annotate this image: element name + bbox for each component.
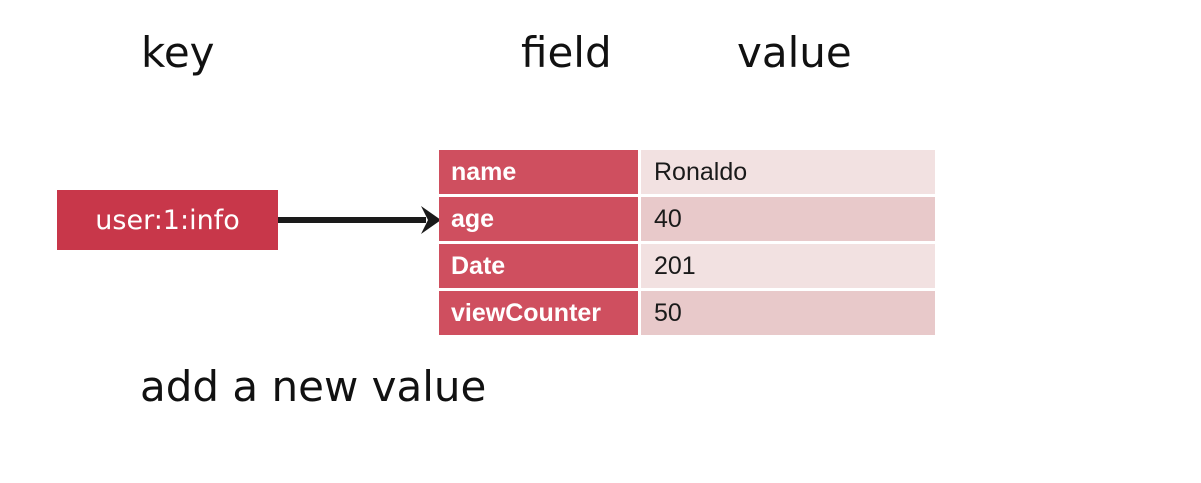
value-cell: 50 xyxy=(641,291,935,335)
arrow-icon xyxy=(278,206,441,234)
hash-row: Date 201 xyxy=(439,244,935,288)
field-cell: name xyxy=(439,150,638,194)
field-cell: viewCounter xyxy=(439,291,638,335)
hash-row: name Ronaldo xyxy=(439,150,935,194)
value-cell: 40 xyxy=(641,197,935,241)
value-cell: Ronaldo xyxy=(641,150,935,194)
footer-caption: add a new value xyxy=(140,362,487,411)
key-heading: key xyxy=(141,28,215,77)
key-box: user:1:info xyxy=(57,190,278,250)
hash-row: age 40 xyxy=(439,197,935,241)
hash-row: viewCounter 50 xyxy=(439,291,935,335)
field-heading: field xyxy=(521,28,612,77)
hash-table: name Ronaldo age 40 Date 201 viewCounter… xyxy=(439,150,935,335)
field-cell: Date xyxy=(439,244,638,288)
value-heading: value xyxy=(737,28,852,77)
value-cell: 201 xyxy=(641,244,935,288)
field-cell: age xyxy=(439,197,638,241)
